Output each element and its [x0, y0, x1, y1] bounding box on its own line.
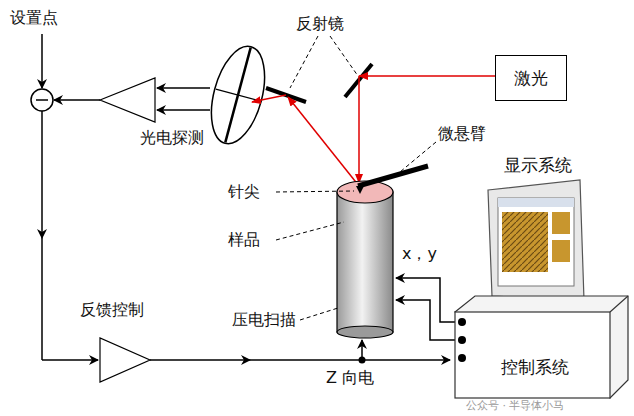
node-text: 显示系统 — [504, 154, 572, 177]
control-box: 控制系统 — [470, 352, 600, 383]
detector-label: 光电探测 — [140, 128, 204, 147]
watermark: 公众号 · 半导体小马 — [466, 399, 565, 412]
sample-label: 样品 — [228, 230, 260, 249]
laser-box: 激光 — [495, 55, 567, 101]
tip-label: 针尖 — [228, 182, 260, 201]
node-text: 激光 — [514, 67, 548, 90]
mirror-label: 反射镜 — [296, 14, 344, 33]
piezo-label: 压电扫描 — [232, 310, 296, 329]
display-monitor: 显示系统 — [486, 150, 590, 181]
node-text: 控制系统 — [501, 356, 569, 379]
scan-axis-label: x，y — [402, 244, 437, 263]
cantilever-label: 微悬臂 — [438, 124, 486, 143]
z-voltage-label: Z 向电 — [326, 368, 374, 387]
feedback-label: 反馈控制 — [80, 300, 144, 319]
setpoint-label: 设置点 — [10, 8, 58, 27]
